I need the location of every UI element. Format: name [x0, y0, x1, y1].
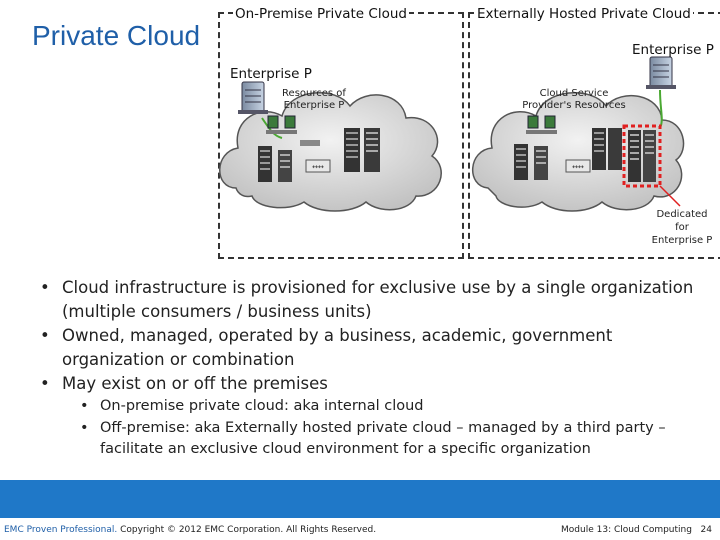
page-number: 24 — [700, 525, 712, 535]
bullet-item: •Cloud infrastructure is provisioned for… — [40, 278, 694, 321]
left-storage-icon: ↔↔ — [305, 159, 331, 173]
footer-brand: EMC Proven Professional. — [4, 525, 118, 535]
right-storage-icon: ↔↔ — [565, 159, 591, 173]
sub-bullet-item: •Off-premise: aka Externally hosted priv… — [80, 419, 666, 458]
left-enterprise-server-icon — [238, 81, 268, 114]
left-hypervisor-icon — [266, 115, 297, 134]
sub-bullet-item: •On-premise private cloud: aka internal … — [80, 398, 424, 414]
dedicated-resources-highlight — [622, 124, 662, 188]
on-premise-private-cloud-label: On-Premise Private Cloud — [233, 6, 409, 22]
right-enterprise-server-icon — [646, 56, 676, 89]
right-enterprise-label: Enterprise P — [632, 42, 714, 58]
private-cloud-diagram: ↔↔ ↔↔ — [219, 56, 685, 212]
left-rack-servers-right — [344, 128, 380, 172]
left-resources-label: Resources of Enterprise P — [282, 88, 346, 111]
bullet-list: •Cloud infrastructure is provisioned for… — [40, 276, 700, 461]
externally-hosted-private-cloud-label: Externally Hosted Private Cloud — [475, 6, 693, 22]
right-rack-servers — [514, 144, 548, 180]
right-hypervisor-icon — [526, 115, 557, 134]
svg-text:↔↔: ↔↔ — [312, 163, 324, 171]
left-enterprise-label: Enterprise P — [230, 66, 312, 82]
left-switch-icon — [300, 140, 320, 146]
footer-band — [0, 480, 720, 518]
bullet-item: •May exist on or off the premises — [40, 374, 328, 393]
footer-copyright: EMC Proven Professional. Copyright © 201… — [4, 525, 377, 535]
right-mid-servers — [592, 128, 622, 170]
bullet-item: •Owned, managed, operated by a business,… — [40, 326, 613, 369]
footer: EMC Proven Professional. Copyright © 201… — [0, 519, 720, 540]
slide-title: Private Cloud — [32, 20, 201, 51]
left-rack-servers — [258, 146, 292, 182]
dedicated-pointer-line — [659, 185, 681, 207]
footer-module: Module 13: Cloud Computing 24 — [561, 525, 712, 535]
right-resources-label: Cloud Service Provider's Resources — [522, 88, 626, 111]
svg-text:↔↔: ↔↔ — [572, 163, 584, 171]
dedicated-label: Dedicated for Enterprise P — [651, 209, 713, 246]
